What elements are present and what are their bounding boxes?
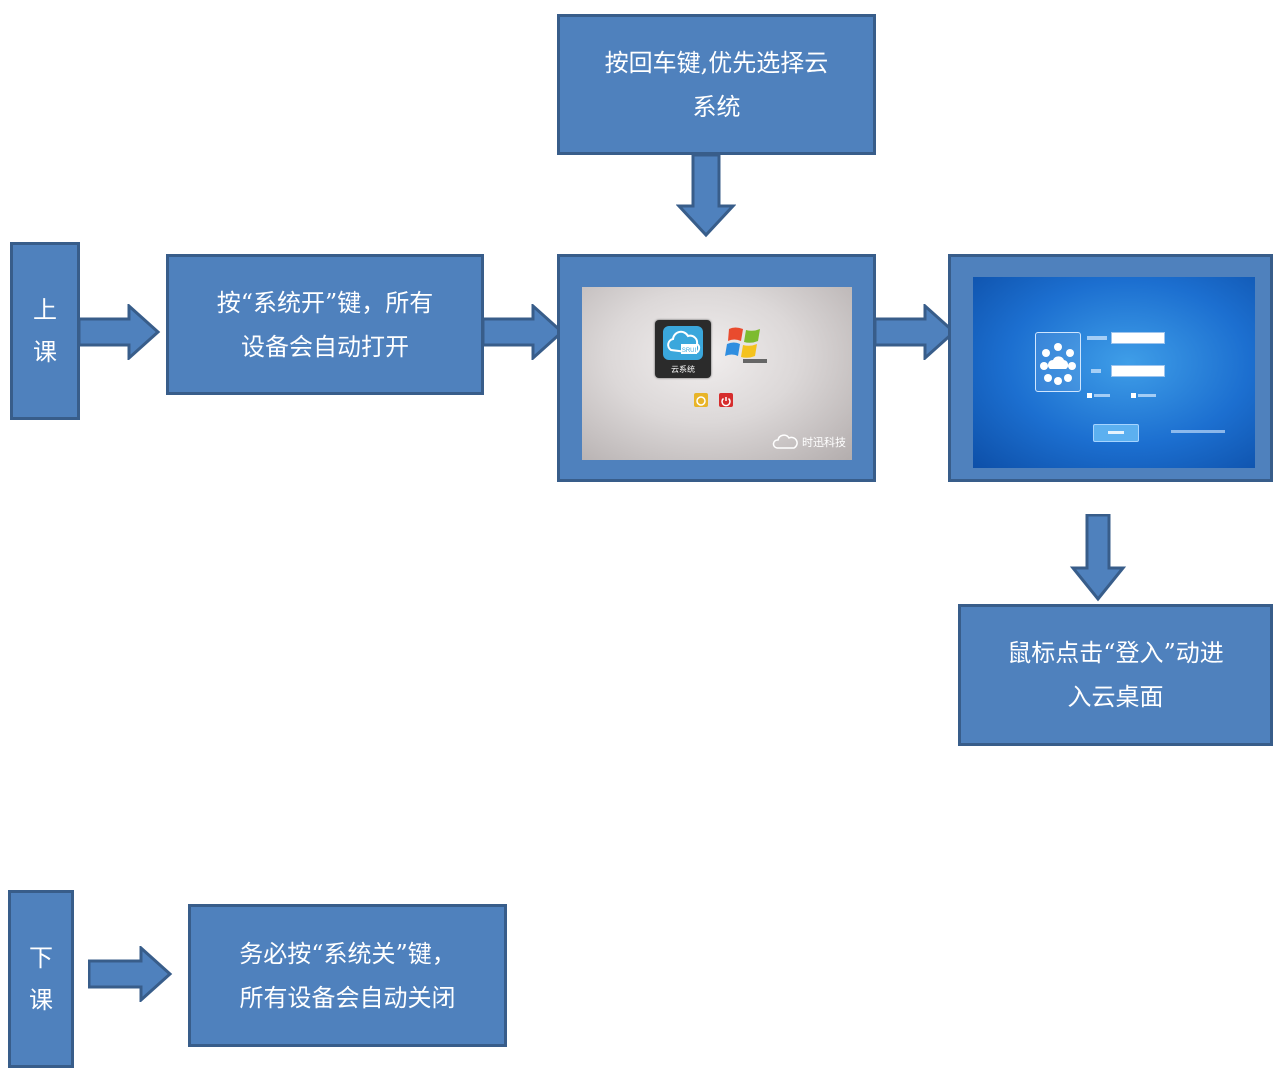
end-class-line1: 下 [29, 944, 53, 972]
end-class-line2: 课 [29, 986, 53, 1014]
password-input[interactable] [1111, 365, 1165, 377]
right-arrow-icon [78, 304, 161, 360]
cloud-system-tile[interactable]: SRUI 云系统 [655, 320, 711, 378]
power-icon [721, 397, 731, 407]
settings-link[interactable] [1171, 430, 1225, 433]
cloud-shape-icon: SRUI [667, 330, 701, 355]
step-power-on-box: 按“系统开”键，所有 设备会自动打开 [166, 254, 484, 395]
step-login-line2: 入云桌面 [1067, 683, 1164, 711]
restart-icon [696, 396, 706, 406]
brand-logo-icon [772, 433, 798, 451]
login-screen-frame [948, 254, 1273, 482]
right-arrow-icon [874, 304, 957, 360]
start-class-line2: 课 [33, 338, 57, 366]
cloud-login-icon [1035, 332, 1081, 392]
windows-logo-icon[interactable] [725, 323, 767, 363]
start-class-line1: 上 [33, 296, 57, 324]
step-select-cloud-line1: 按回车键,优先选择云 [604, 48, 829, 77]
step-power-on-line2: 设备会自动打开 [240, 332, 409, 361]
cloud-badge-text: SRUI [682, 348, 697, 354]
remember-checkbox[interactable] [1087, 393, 1092, 398]
username-input[interactable] [1111, 332, 1165, 344]
step-power-off-line1: 务必按“系统关”键， [239, 939, 456, 968]
step-select-cloud-line2: 系统 [692, 92, 741, 121]
right-arrow-icon [88, 946, 173, 1002]
step-login-box: 鼠标点击“登入”动进 入云桌面 [958, 604, 1273, 746]
step-power-off-line2: 所有设备会自动关闭 [239, 983, 456, 1012]
login-screen [973, 277, 1255, 468]
down-arrow-icon [676, 154, 736, 238]
cloud-system-label: 云系统 [671, 365, 695, 374]
down-arrow-icon [1069, 514, 1127, 602]
shutdown-button[interactable] [719, 393, 733, 407]
step-power-on-line1: 按“系统开”键，所有 [216, 288, 434, 317]
cloud-icon: SRUI [663, 326, 703, 360]
brand-text: 时迅科技 [802, 436, 846, 449]
password-label-mark [1091, 369, 1101, 373]
end-class-label: 下 课 [8, 890, 74, 1068]
right-arrow-icon [482, 304, 565, 360]
step-select-cloud-box: 按回车键,优先选择云 系统 [557, 14, 876, 155]
start-class-label: 上 课 [10, 242, 80, 420]
boot-screen-frame: SRUI 云系统 [557, 254, 876, 482]
username-label-mark [1087, 336, 1107, 340]
step-power-off-box: 务必按“系统关”键， 所有设备会自动关闭 [188, 904, 507, 1047]
restart-button[interactable] [694, 393, 708, 407]
login-button[interactable] [1093, 424, 1139, 442]
auto-login-checkbox[interactable] [1131, 393, 1136, 398]
step-login-line1: 鼠标点击“登入”动进 [1007, 639, 1224, 667]
boot-screen: SRUI 云系统 [582, 287, 852, 460]
